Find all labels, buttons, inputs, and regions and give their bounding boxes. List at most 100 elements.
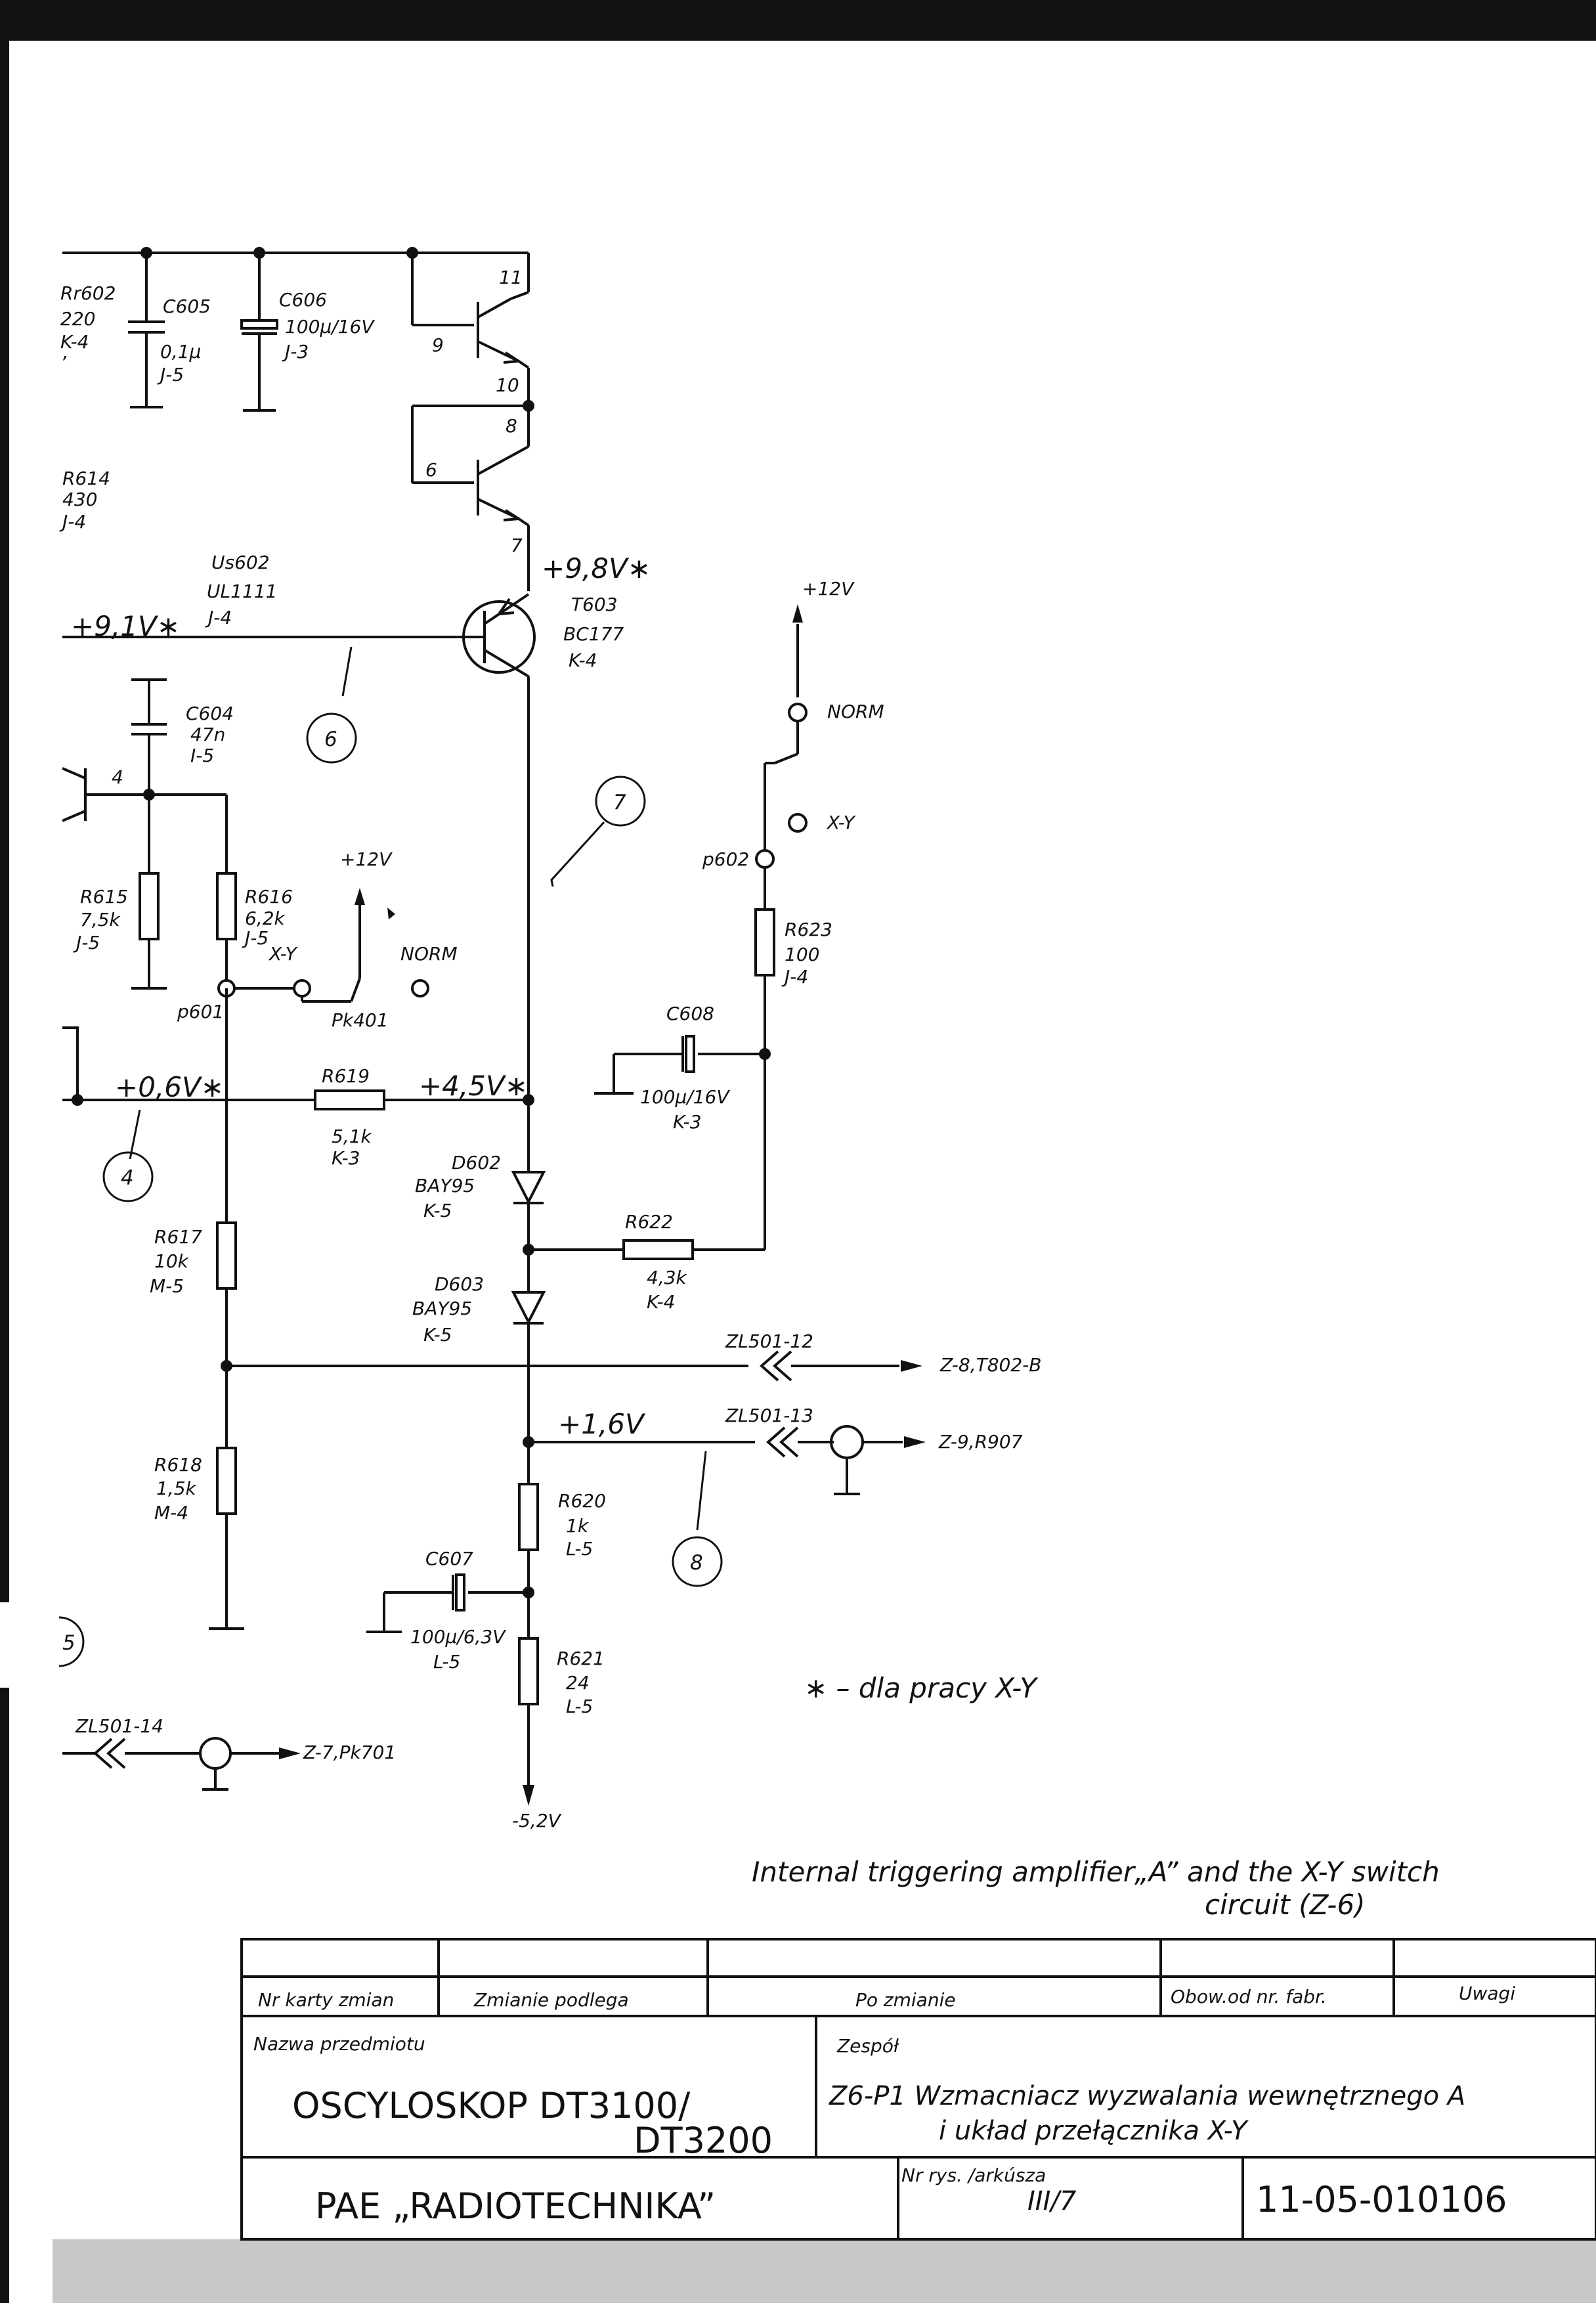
c607-grid: L-5 bbox=[433, 1651, 460, 1673]
marker-8-number: 8 bbox=[690, 1551, 703, 1575]
d602-label: D602 bbox=[452, 1152, 501, 1173]
r622-grid: K-4 bbox=[647, 1291, 675, 1313]
circuit-wiring bbox=[0, 247, 926, 1806]
r617-value: 10k bbox=[154, 1250, 190, 1272]
pin-4: 4 bbox=[112, 766, 123, 788]
supply-12v-a: +12V bbox=[802, 578, 855, 600]
drawing-sheet-number: III/7 bbox=[1027, 2186, 1077, 2216]
marker-8-circle bbox=[672, 1536, 723, 1587]
voltage-9-1v: +9,1V∗ bbox=[71, 610, 180, 642]
z9-destination: Z-9,R907 bbox=[938, 1431, 1023, 1453]
switch-a-norm: NORM bbox=[827, 701, 884, 722]
r615-label: R615 bbox=[80, 886, 128, 908]
marker-6-circle bbox=[306, 713, 357, 764]
t603-type: BC177 bbox=[563, 623, 624, 645]
r614-grid: J-4 bbox=[59, 511, 86, 533]
product-name-line-2: DT3200 bbox=[634, 2120, 773, 2161]
r615-value: 7,5k bbox=[80, 909, 121, 931]
r619-label: R619 bbox=[322, 1065, 370, 1087]
product-name-line-1: OSCYLOSKOP DT3100/ bbox=[292, 2085, 691, 2126]
c604-label: C604 bbox=[186, 703, 234, 724]
c608-label: C608 bbox=[666, 1003, 714, 1024]
pin-8: 8 bbox=[506, 415, 517, 437]
r620-grid: L-5 bbox=[566, 1538, 593, 1560]
r619-grid: K-3 bbox=[332, 1147, 360, 1169]
rr602-extra: ’ bbox=[60, 352, 67, 374]
c608-value: 100μ/16V bbox=[640, 1086, 730, 1108]
r615-grid: J-5 bbox=[73, 932, 100, 954]
voltage-1-6v: +1,6V bbox=[558, 1408, 646, 1440]
xy-footnote: ∗ – dla pracy X-Y bbox=[804, 1672, 1039, 1704]
marker-5-number: 5 bbox=[62, 1631, 75, 1655]
pin-11: 11 bbox=[499, 267, 523, 288]
nazwa-przedmiotu-label: Nazwa przedmiotu bbox=[253, 2033, 425, 2055]
company-name: PAE „RADIOTECHNIKA” bbox=[315, 2185, 716, 2227]
pin-7: 7 bbox=[511, 535, 523, 556]
top-scan-border bbox=[0, 0, 1596, 41]
caption-line-2: circuit (Z-6) bbox=[1205, 1889, 1366, 1921]
r620-value: 1k bbox=[566, 1515, 590, 1537]
marker-6-number: 6 bbox=[324, 728, 337, 751]
d602-type: BAY95 bbox=[415, 1175, 475, 1196]
r621-value: 24 bbox=[566, 1672, 590, 1694]
d603-label: D603 bbox=[435, 1273, 484, 1295]
header-obow-od-nr-fabr: Obow.od nr. fabr. bbox=[1171, 1986, 1327, 2007]
r616-grid: J-5 bbox=[242, 927, 269, 949]
c606-grid: J-3 bbox=[282, 341, 309, 362]
header-po-zmianie: Po zmianie bbox=[855, 1989, 956, 2011]
supply-minus-5-2v: -5,2V bbox=[512, 1810, 562, 1831]
c604-value: 47n bbox=[190, 724, 225, 745]
t603-grid: K-4 bbox=[569, 649, 597, 671]
pin-6: 6 bbox=[425, 459, 437, 481]
title-block: Nr karty zmian Zmianie podlega Po zmiani… bbox=[240, 1938, 1596, 2241]
us602-grid: J-4 bbox=[205, 607, 232, 628]
zl501-12-label: ZL501-12 bbox=[725, 1330, 813, 1352]
zespol-label: Zespół bbox=[836, 2035, 899, 2057]
voltage-9-8v: +9,8V∗ bbox=[542, 552, 651, 584]
c604-grid: I-5 bbox=[190, 745, 214, 766]
pk401-label: Pk401 bbox=[332, 1009, 389, 1031]
c606-value: 100μ/16V bbox=[285, 316, 375, 338]
z7-destination: Z-7,Pk701 bbox=[303, 1742, 396, 1763]
r616-label: R616 bbox=[245, 886, 293, 908]
caption-line-1: Internal triggering amplifier„A” and the… bbox=[752, 1856, 1440, 1888]
d602-grid: K-5 bbox=[423, 1200, 452, 1221]
c607-value: 100μ/6,3V bbox=[410, 1626, 506, 1648]
r618-label: R618 bbox=[154, 1454, 202, 1476]
r614-label: R614 bbox=[62, 468, 110, 489]
r622-value: 4,3k bbox=[647, 1267, 688, 1288]
drawing-sheet-label: Nr rys. /arkúsza bbox=[901, 2164, 1046, 2186]
c607-label: C607 bbox=[425, 1548, 473, 1569]
r614-value: 430 bbox=[62, 489, 97, 510]
voltage-0-6v: +0,6V∗ bbox=[115, 1071, 224, 1103]
marker-4-circle bbox=[102, 1151, 154, 1202]
rr602-label: Rr602 bbox=[60, 282, 116, 304]
r619-value: 5,1k bbox=[332, 1126, 373, 1147]
us602-label: Us602 bbox=[211, 552, 270, 573]
header-zmianie-podlega: Zmianie podlega bbox=[473, 1989, 629, 2011]
p601-label: p601 bbox=[177, 1001, 224, 1022]
c605-label: C605 bbox=[163, 296, 211, 317]
r621-grid: L-5 bbox=[566, 1696, 593, 1717]
switch-b-norm: NORM bbox=[400, 943, 458, 965]
rr602-grid: K-4 bbox=[60, 331, 89, 353]
marker-4-number: 4 bbox=[121, 1166, 134, 1190]
assembly-title-line-1: Z6-P1 Wzmacniacz wyzwalania wewnętrznego… bbox=[829, 2081, 1465, 2111]
us602-type: UL1111 bbox=[207, 581, 277, 602]
voltage-4-5v: +4,5V∗ bbox=[419, 1070, 528, 1102]
bottom-scan-noise bbox=[53, 2239, 1596, 2303]
r623-label: R623 bbox=[785, 919, 832, 940]
assembly-title-line-2: i układ przełącznika X-Y bbox=[939, 2116, 1249, 2146]
r623-value: 100 bbox=[785, 944, 819, 965]
r618-grid: M-4 bbox=[154, 1502, 188, 1524]
r621-label: R621 bbox=[557, 1648, 605, 1669]
r618-value: 1,5k bbox=[156, 1478, 198, 1499]
r617-grid: M-5 bbox=[150, 1275, 184, 1297]
left-scan-border bbox=[0, 0, 9, 2303]
r620-label: R620 bbox=[558, 1490, 606, 1512]
p602-label: p602 bbox=[702, 848, 749, 870]
pin-10: 10 bbox=[496, 374, 519, 396]
marker-7-circle bbox=[595, 776, 646, 827]
r623-grid: J-4 bbox=[781, 966, 808, 988]
